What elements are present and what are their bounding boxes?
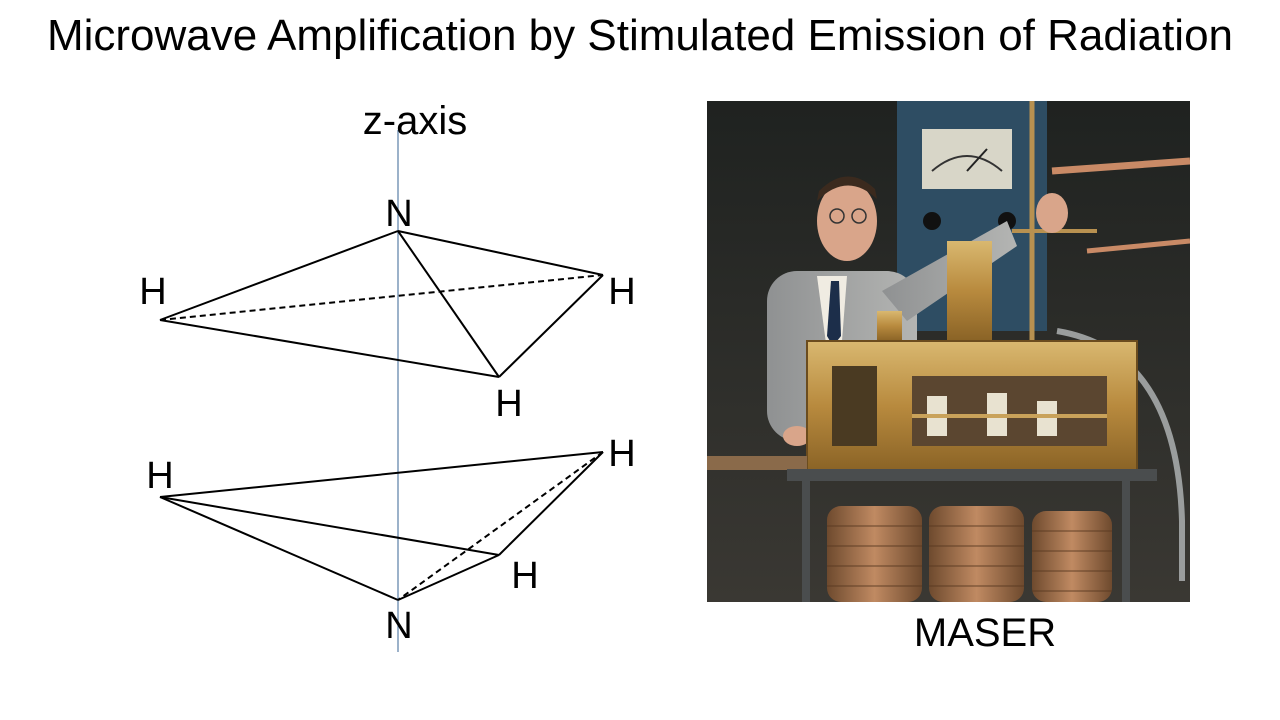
top-h-bottom-label: H xyxy=(495,383,522,425)
top-molecule xyxy=(159,230,604,378)
top-n-label: N xyxy=(385,193,412,235)
bond-top-n-bottom xyxy=(397,230,500,378)
bond-bottom-n-middle xyxy=(397,554,500,601)
z-axis-label: z-axis xyxy=(363,99,467,143)
edge-bottom-left-middle xyxy=(159,496,500,556)
photo-caption: MASER xyxy=(913,611,1057,655)
bottom-n-label: N xyxy=(385,605,412,647)
edge-bottom-left-right xyxy=(159,451,604,498)
bottom-h-left-label: H xyxy=(146,455,173,497)
bottom-h-right-label: H xyxy=(608,433,635,475)
slide-title: Microwave Amplification by Stimulated Em… xyxy=(46,11,1234,60)
top-h-right-label: H xyxy=(608,271,635,313)
bottom-h-middle-label: H xyxy=(511,555,538,597)
ammonia-inversion-diagram: z-axis N H H H H H H N xyxy=(139,99,636,652)
bottom-molecule xyxy=(159,451,604,601)
bond-bottom-n-left xyxy=(159,496,399,601)
bond-bottom-n-right-hidden xyxy=(397,451,604,601)
top-h-left-label: H xyxy=(139,271,166,313)
edge-top-left-bottom xyxy=(159,319,500,378)
bond-top-n-left xyxy=(159,230,399,321)
bond-top-n-right xyxy=(397,230,604,276)
maser-photo xyxy=(707,101,1190,602)
edge-bottom-right-middle xyxy=(498,451,604,556)
edge-top-right-bottom xyxy=(498,274,604,378)
edge-top-hidden xyxy=(159,274,604,321)
